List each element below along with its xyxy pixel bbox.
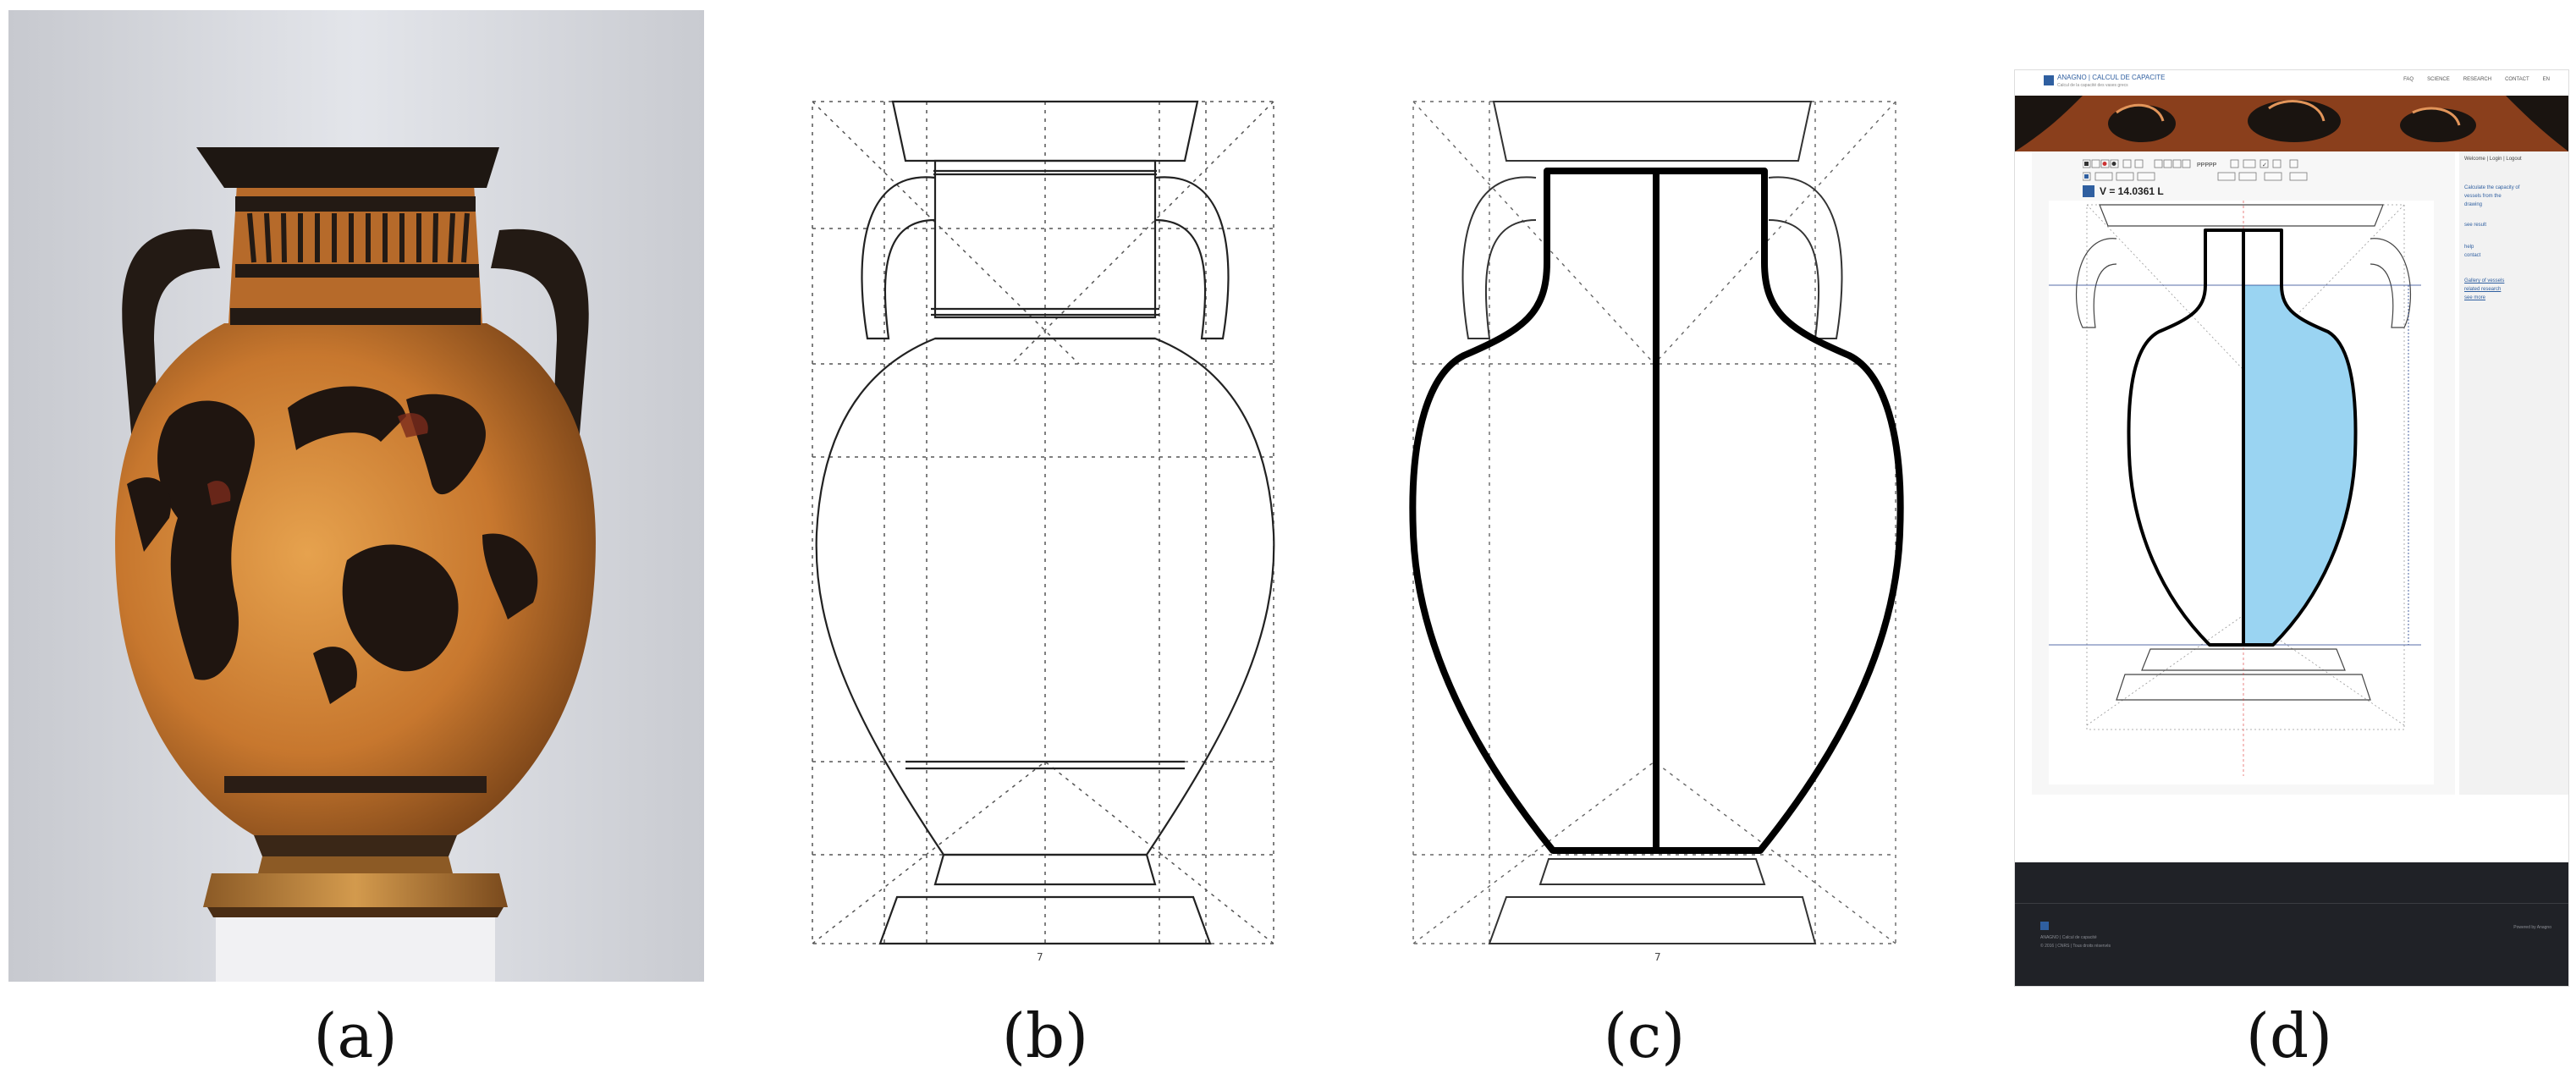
site-subtitle: Calcul de la capacité des vases grecs	[2057, 83, 2128, 88]
figure-scene	[127, 386, 538, 704]
tool-button	[2264, 172, 2282, 181]
tool-button	[2182, 159, 2191, 168]
lower-bands	[224, 776, 487, 873]
panel-c-profile: 7	[1409, 93, 1904, 965]
sidebar-line: Calculate the capacity of	[2464, 185, 2520, 190]
tool-button	[2289, 159, 2298, 168]
scale-mark: 7	[1654, 951, 1661, 963]
footer-logo-icon	[2040, 922, 2049, 930]
tool-button	[2238, 172, 2257, 181]
tool-button	[2116, 172, 2134, 181]
tool-button	[2217, 172, 2236, 181]
scale-mark: 7	[1037, 951, 1043, 963]
tool-button	[2094, 172, 2113, 181]
vase-thin-outline	[1461, 101, 1843, 944]
vase-outline	[815, 100, 1275, 945]
caption-c: (c)	[1603, 1000, 1686, 1071]
sidebar-line: drawing	[2464, 202, 2483, 207]
sidebar-link[interactable]: see more	[2464, 295, 2486, 300]
tool-button	[2163, 159, 2172, 168]
tool-button	[2260, 159, 2269, 168]
nav-language[interactable]: EN	[2542, 77, 2550, 82]
tool-swatch	[2102, 162, 2107, 166]
drawing-canvas[interactable]	[2049, 201, 2434, 784]
construction-lines	[812, 101, 1274, 944]
neck-ornament	[230, 196, 481, 325]
nav-contact[interactable]: CONTACT	[2505, 77, 2529, 82]
main-content: PPPPP ✓ V = 14.0361 L	[2032, 151, 2455, 795]
sidebar-link[interactable]: related research	[2464, 287, 2502, 292]
footer-copy: © 2016 | CNRS | Tous droits réservés	[2040, 944, 2111, 949]
caption-b: (b)	[1001, 1000, 1089, 1071]
sidebar-link[interactable]: contact	[2464, 253, 2481, 258]
volume-icon	[2083, 185, 2094, 197]
nav-bar: FAQ SCIENCE RESEARCH CONTACT EN	[2403, 77, 2550, 82]
tool-swatch	[2084, 162, 2089, 166]
footer-right[interactable]: Powered by Anagno	[2513, 925, 2551, 930]
vase-foot	[203, 873, 508, 907]
panel-a-photo	[8, 10, 704, 982]
caption-d: (d)	[2245, 1000, 2333, 1071]
traced-profile	[1409, 168, 1904, 854]
tool-button	[2091, 159, 2100, 168]
tool-button	[2154, 159, 2163, 168]
nav-faq[interactable]: FAQ	[2403, 77, 2414, 82]
app-header: ANAGNO | CALCUL DE CAPACITE Calcul de la…	[2015, 70, 2568, 96]
tool-button	[2243, 159, 2256, 168]
sidebar-link[interactable]: see result	[2464, 223, 2487, 228]
footer-rule	[2015, 903, 2568, 904]
panel-b-drawing: 7	[808, 93, 1282, 965]
sidebar-line: vessels from the	[2464, 194, 2502, 199]
header-banner	[2015, 96, 2568, 151]
pedestal	[216, 907, 495, 982]
nav-research[interactable]: RESEARCH	[2463, 77, 2492, 82]
logo-icon	[2044, 75, 2054, 85]
tool-button	[2272, 159, 2282, 168]
liquid-fill	[2243, 285, 2356, 645]
tool-swatch	[2084, 174, 2089, 179]
tool-button	[2137, 172, 2155, 181]
tool-button	[2289, 172, 2308, 181]
neck-palmettes	[247, 212, 470, 263]
drawing-toolbar: PPPPP ✓	[2083, 158, 2396, 185]
sidebar-link[interactable]: Gallery of vessels	[2464, 278, 2505, 284]
site-title: ANAGNO | CALCUL DE CAPACITE	[2057, 74, 2166, 81]
app-footer: ANAGNO | Calcul de capacité © 2016 | CNR…	[2015, 862, 2568, 986]
tool-button	[2230, 159, 2239, 168]
sidebar-link[interactable]: help	[2464, 245, 2474, 250]
volume-readout: V = 14.0361 L	[2100, 185, 2164, 197]
nav-science[interactable]: SCIENCE	[2427, 77, 2450, 82]
footer-left: ANAGNO | Calcul de capacité	[2040, 935, 2097, 940]
figure-scene-red	[207, 413, 428, 505]
vase-lip	[196, 147, 499, 188]
caption-a: (a)	[313, 1000, 398, 1071]
sidebar-login[interactable]: Welcome | Login | Logout	[2464, 157, 2522, 162]
tool-button	[2172, 159, 2182, 168]
tool-button	[2134, 159, 2144, 168]
panel-d-webapp: ANAGNO | CALCUL DE CAPACITE Calcul de la…	[2014, 69, 2569, 987]
sidebar: Welcome | Login | Logout Calculate the c…	[2459, 151, 2568, 795]
tool-swatch	[2111, 162, 2116, 166]
tool-button	[2122, 159, 2132, 168]
tool-glyph: PPPPP	[2197, 162, 2217, 168]
tool-glyph: ✓	[2262, 162, 2267, 168]
